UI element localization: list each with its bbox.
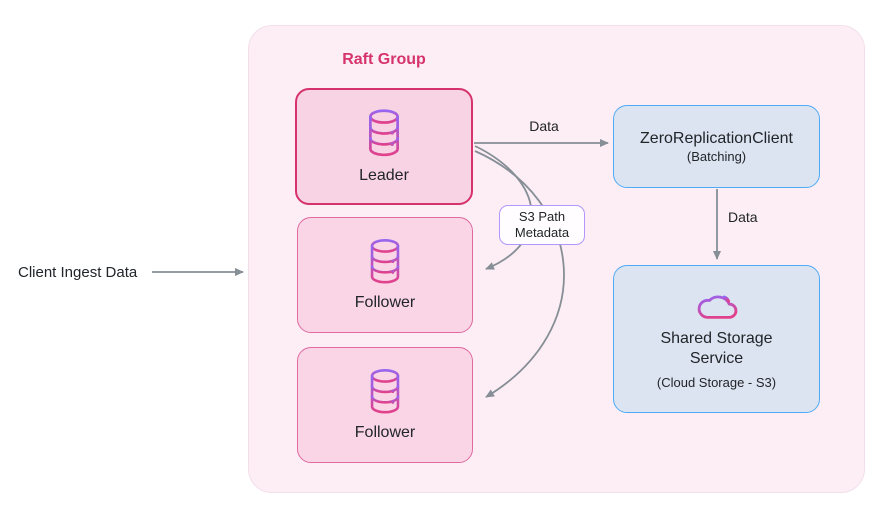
database-icon xyxy=(370,369,400,414)
data-label-leader-to-client: Data xyxy=(529,118,559,134)
raft-group-title: Raft Group xyxy=(342,51,426,68)
zero-replication-client-node: ZeroReplicationClient (Batching) xyxy=(613,105,820,188)
zero-replication-client-title: ZeroReplicationClient xyxy=(640,129,793,147)
s3-path-metadata-label: S3 Path Metadata xyxy=(499,205,585,245)
follower-label: Follower xyxy=(354,424,416,441)
follower-node-1: Follower xyxy=(297,217,473,333)
cloud-icon xyxy=(697,295,737,319)
data-label-client-to-storage: Data xyxy=(728,209,758,225)
leader-node: Leader xyxy=(295,88,473,205)
database-icon xyxy=(370,239,400,284)
client-ingest-label: Client Ingest Data xyxy=(18,264,138,281)
follower-node-2: Follower xyxy=(297,347,473,463)
zero-replication-client-subtitle: (Batching) xyxy=(686,148,747,164)
shared-storage-subtitle: (Cloud Storage - S3) xyxy=(656,375,777,390)
shared-storage-title: Shared Storage Service xyxy=(660,330,773,367)
shared-storage-node: Shared Storage Service (Cloud Storage - … xyxy=(613,265,820,413)
database-icon xyxy=(369,109,399,157)
follower-label: Follower xyxy=(354,294,416,311)
s3-path-metadata-line1: S3 Path xyxy=(518,209,566,224)
leader-label: Leader xyxy=(359,167,409,184)
s3-path-metadata-line2: Metadata xyxy=(514,225,570,240)
